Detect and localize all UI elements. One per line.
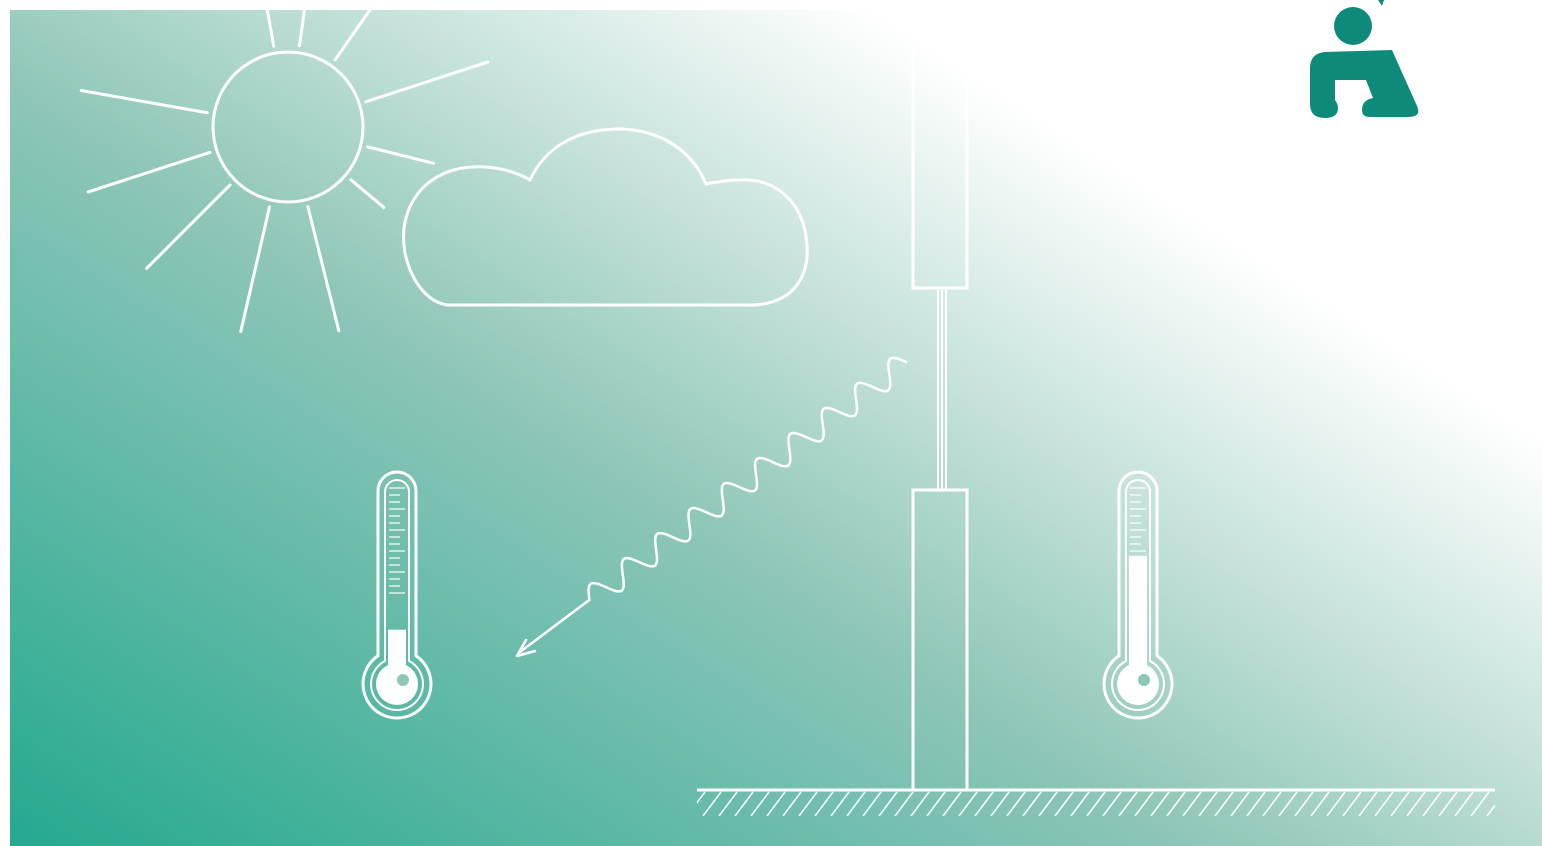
wall-upper-section bbox=[913, 0, 967, 288]
hatch-line bbox=[1183, 792, 1201, 816]
cloud-icon bbox=[404, 129, 808, 305]
hatched-ground bbox=[687, 790, 1505, 816]
hatch-line bbox=[863, 792, 881, 816]
hatch-line bbox=[1279, 792, 1297, 816]
hatch-line bbox=[1215, 792, 1233, 816]
hatch-line bbox=[1375, 792, 1393, 816]
sun-ray bbox=[368, 147, 434, 163]
hatch-line bbox=[895, 792, 913, 816]
thermometer-bulb bbox=[1117, 663, 1159, 705]
hatch-line bbox=[1407, 792, 1425, 816]
window-glazing bbox=[938, 290, 946, 490]
hatch-line bbox=[1439, 792, 1457, 816]
hatch-line bbox=[1199, 792, 1217, 816]
wall-lower-section bbox=[913, 490, 967, 790]
hatch-line bbox=[1359, 792, 1377, 816]
thermometer-bulb-highlight bbox=[1138, 674, 1150, 686]
hatch-line bbox=[1471, 792, 1489, 816]
hatch-line bbox=[1167, 792, 1185, 816]
reader-with-book-icon bbox=[1300, 0, 1430, 125]
sun-ray bbox=[147, 185, 230, 268]
hatch-line bbox=[1007, 792, 1025, 816]
hatch-line bbox=[1071, 792, 1089, 816]
hatch-line bbox=[831, 792, 849, 816]
thermometer-bulb-highlight bbox=[397, 674, 409, 686]
hatch-line bbox=[1135, 792, 1153, 816]
logo-mark bbox=[1378, 0, 1384, 6]
wavy-arrow-icon bbox=[517, 358, 906, 656]
hatch-line bbox=[1247, 792, 1265, 816]
hatch-line bbox=[703, 792, 721, 816]
hatch-line bbox=[911, 792, 929, 816]
hatch-line bbox=[1263, 792, 1281, 816]
sun-ray bbox=[81, 91, 207, 113]
hatch-line bbox=[927, 792, 945, 816]
hatch-line bbox=[687, 792, 705, 816]
thermometer-icon bbox=[1104, 472, 1172, 718]
hatch-line bbox=[1055, 792, 1073, 816]
hatch-line bbox=[1119, 792, 1137, 816]
logo-head bbox=[1334, 7, 1372, 45]
hatch-line bbox=[1391, 792, 1409, 816]
sun-icon bbox=[81, 0, 488, 332]
sun-ray bbox=[308, 207, 339, 331]
hatch-line bbox=[783, 792, 801, 816]
hatch-line bbox=[1343, 792, 1361, 816]
sun-ray bbox=[366, 62, 488, 102]
sun-ray bbox=[351, 180, 384, 208]
wall-with-glazing bbox=[913, 0, 967, 790]
hatch-line bbox=[751, 792, 769, 816]
sun-ray bbox=[238, 0, 274, 46]
hatch-line bbox=[847, 792, 865, 816]
radiation-wave bbox=[520, 358, 906, 652]
sun-ray bbox=[88, 152, 210, 192]
sun-disc bbox=[213, 52, 363, 202]
hatch-line bbox=[1455, 792, 1473, 816]
hatch-line bbox=[1231, 792, 1249, 816]
hatch-line bbox=[991, 792, 1009, 816]
logo-body-with-book bbox=[1310, 50, 1418, 118]
hatch-line bbox=[735, 792, 753, 816]
hatch-line bbox=[1295, 792, 1313, 816]
thermometer-bulb bbox=[376, 663, 418, 705]
hatch-line bbox=[1423, 792, 1441, 816]
sun-rays bbox=[81, 0, 488, 332]
sun-ray bbox=[335, 0, 400, 60]
thermometer-icon bbox=[363, 472, 431, 718]
hatch-line bbox=[959, 792, 977, 816]
hatch-line bbox=[879, 792, 897, 816]
sun-ray bbox=[241, 207, 270, 332]
hatch-line bbox=[815, 792, 833, 816]
hatch-line bbox=[1487, 792, 1505, 816]
sun-ray bbox=[299, 0, 315, 46]
hatch-line bbox=[1151, 792, 1169, 816]
hatch-line bbox=[719, 792, 737, 816]
hatch-line bbox=[1327, 792, 1345, 816]
ground-hatching bbox=[687, 792, 1505, 816]
hatch-line bbox=[975, 792, 993, 816]
hatch-line bbox=[767, 792, 785, 816]
hatch-line bbox=[1087, 792, 1105, 816]
hatch-line bbox=[799, 792, 817, 816]
hatch-line bbox=[943, 792, 961, 816]
hatch-line bbox=[1103, 792, 1121, 816]
thermometer-mercury bbox=[1129, 556, 1147, 670]
hatch-line bbox=[1311, 792, 1329, 816]
hatch-line bbox=[1023, 792, 1041, 816]
hatch-line bbox=[1039, 792, 1057, 816]
